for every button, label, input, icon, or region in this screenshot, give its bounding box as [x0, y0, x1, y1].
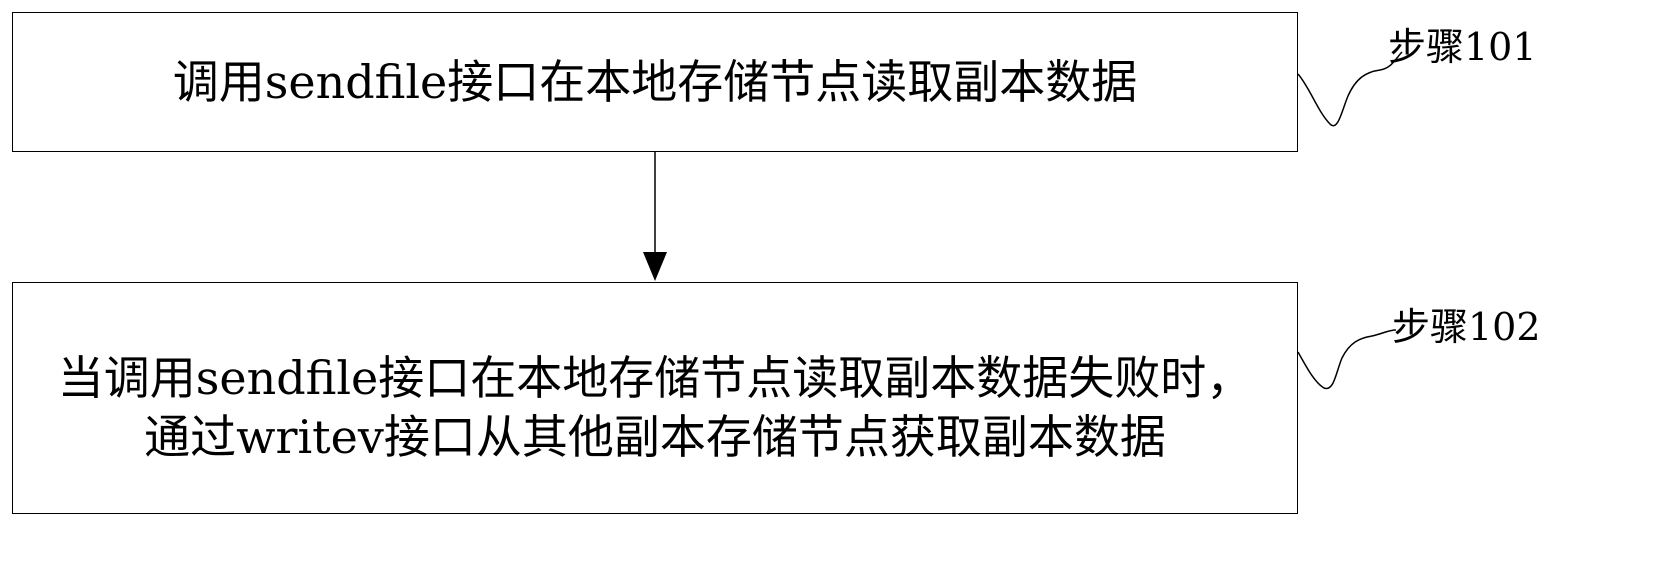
step-102-leader	[1298, 330, 1396, 389]
flow-arrow-head	[643, 252, 667, 281]
step-101-text: 调用sendfile接口在本地存储节点读取副本数据	[173, 53, 1138, 112]
step-102-text: 当调用sendfile接口在本地存储节点读取副本数据失败时，通过writev接口…	[37, 349, 1273, 467]
step-101-leader	[1298, 52, 1402, 126]
step-101-label: 步骤101	[1388, 28, 1537, 66]
step-102-box: 当调用sendfile接口在本地存储节点读取副本数据失败时，通过writev接口…	[12, 282, 1298, 514]
step-102-label: 步骤102	[1392, 308, 1541, 346]
step-101-box: 调用sendfile接口在本地存储节点读取副本数据	[12, 12, 1298, 152]
